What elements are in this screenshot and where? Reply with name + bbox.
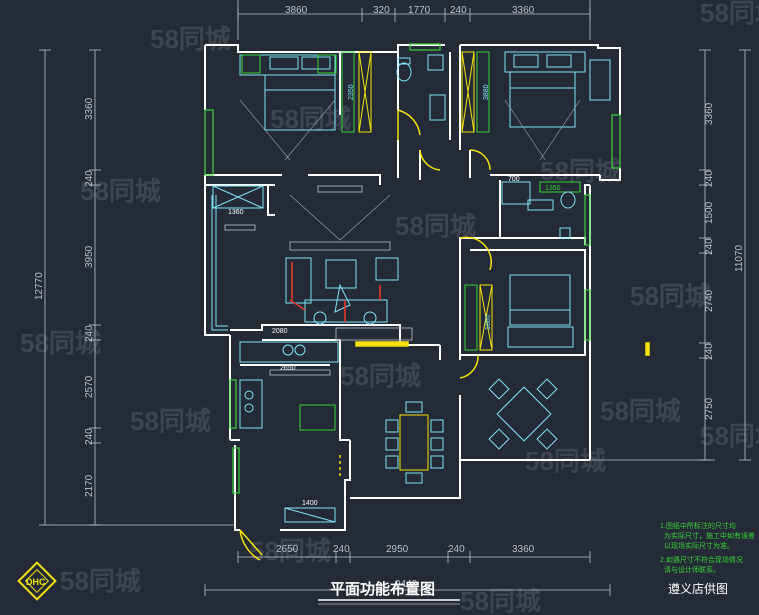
bathroom-top [396,54,446,121]
tea-table [488,378,558,450]
dimension-lines [39,0,751,596]
balcony-rail [211,195,228,331]
balcony-furniture [212,185,264,231]
design-notes: 1.图纸中所标注的尺寸均 为实际尺寸，施工中如有误差 以现场实际尺寸为准。 2.… [660,521,755,574]
label-wardrobe-lower: 1860 [485,314,492,330]
watermark: 58同城 [700,0,759,28]
entry-cabinet [284,507,336,523]
dim-top: 320 [373,5,390,16]
label-bath-vanity: 1350 [545,185,561,192]
dim-right: 2750 [704,397,715,420]
bathroom-right [501,181,581,239]
watermark: 58同城 [60,566,141,596]
dim-right: 2740 [704,289,715,312]
dim-bottom: 240 [448,544,465,555]
page-title: 平面功能布置图 [330,580,435,598]
dim-right: 1500 [704,201,715,224]
note-line: 为实际尺寸，施工中如有误差 [664,531,755,540]
label-wardrobe-left: 2350 [348,84,355,100]
watermark: 58同城 [150,24,231,54]
credit-text: 遵义店供图 [668,581,728,596]
note-line: 请与设计师联系。 [664,565,720,574]
bedroom-right [461,51,611,133]
watermark: 58同城 [250,536,331,566]
doors [239,109,650,561]
dim-left: 2170 [84,474,95,497]
dim-right: 240 [704,170,715,187]
dim-top: 240 [450,5,467,16]
watermark: 58同城 [600,396,681,426]
label-wardrobe-right: 3880 [483,84,490,100]
watermark-layer: 58同城 58同城 58同城 58同城 58同城 58同城 58同城 58同城 … [20,0,759,615]
note-line: 1.图纸中所标注的尺寸均 [660,521,736,530]
dim-left: 3360 [84,97,95,120]
note-line: 以现场实际尺寸为准。 [664,541,734,550]
dining-area [385,401,444,484]
watermark: 58同城 [630,281,711,311]
kitchen [239,341,339,431]
logo-text: DHC [26,577,46,587]
dim-top: 3360 [512,5,535,16]
dim-right-total: 11070 [734,244,745,272]
label-balcony: 1360 [228,209,244,216]
label-kitchen: 2650 [280,365,296,372]
dim-top: 3860 [285,5,308,16]
dim-right: 3360 [704,102,715,125]
dim-bottom: 3360 [512,544,535,555]
bedroom-left [239,51,372,133]
dim-bottom: 240 [333,544,350,555]
dim-left: 240 [84,170,95,187]
label-entry: 1400 [302,500,318,507]
dim-right: 240 [704,238,715,255]
view-lines [239,99,581,241]
dhc-logo: DHC [17,561,57,601]
watermark: 58同城 [20,328,101,358]
watermark: 58同城 [340,361,421,391]
dim-left: 3950 [84,245,95,268]
dim-left: 240 [84,428,95,445]
dim-bottom: 2650 [276,544,299,555]
dim-top: 1770 [408,5,431,16]
label-bath-width: 700 [508,176,520,183]
note-line: 2.如遇尺寸不符合现场情况 [660,555,743,564]
dim-left-total: 12770 [34,272,45,300]
watermark: 58同城 [700,421,759,451]
interior-labels: 2350 3880 700 1350 1360 2080 2650 1860 1… [228,84,561,507]
dim-left: 2570 [84,375,95,398]
dim-right: 240 [704,343,715,360]
watermark: 58同城 [80,176,161,206]
dim-bottom-total: 9440 [395,579,418,590]
watermark: 58同城 [130,406,211,436]
watermark: 58同城 [460,586,541,615]
dim-bottom: 2950 [386,544,409,555]
watermark: 58同城 [395,211,476,241]
label-living-bottom: 2080 [272,328,288,335]
windows [204,43,621,494]
dim-left: 240 [84,325,95,342]
bedroom-lower [464,274,574,351]
living-room [285,185,413,341]
dimension-labels: 3860 320 1770 240 3360 2650 240 2950 240… [34,5,745,590]
